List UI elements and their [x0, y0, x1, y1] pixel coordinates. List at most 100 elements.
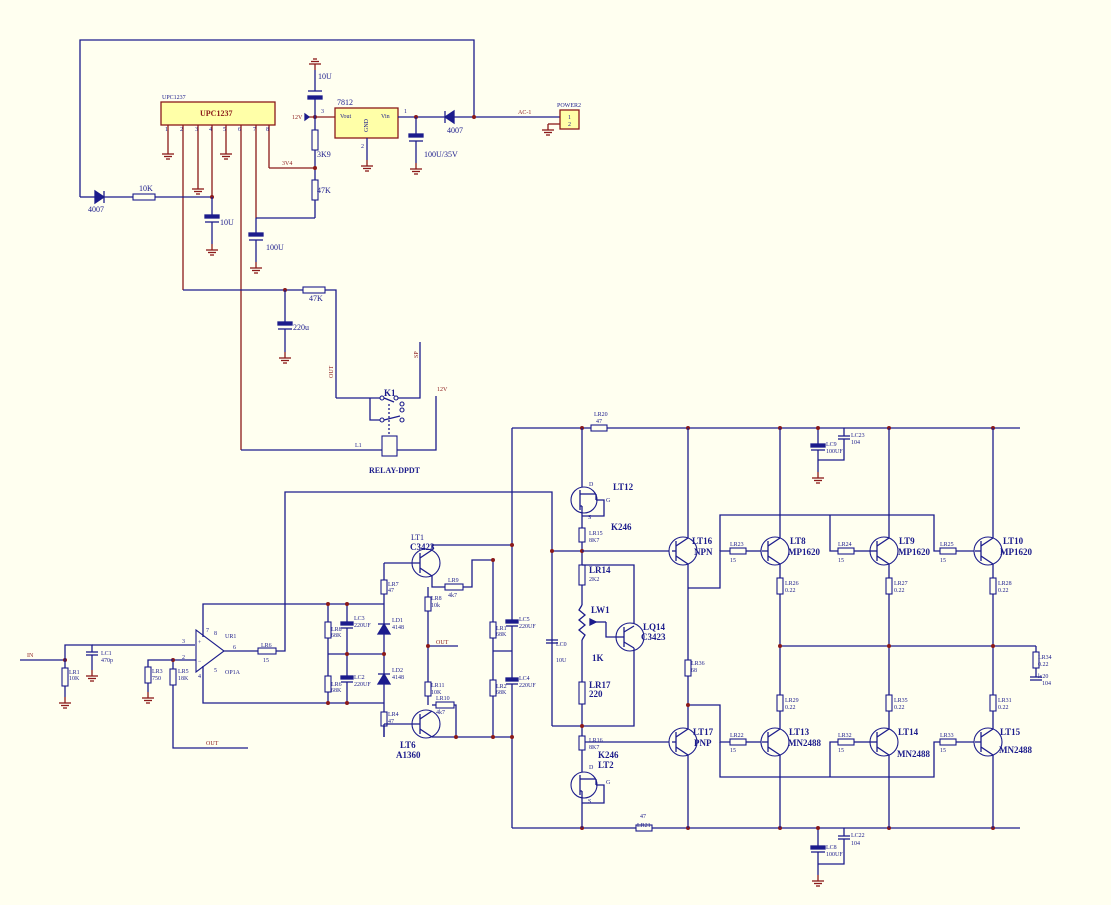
- svg-text:220UF: 220UF: [354, 623, 371, 629]
- svg-text:LW1: LW1: [591, 605, 610, 615]
- relay-dpdt-label: RELAY-DPDT: [369, 466, 421, 475]
- resistor-lr25: [939, 547, 957, 555]
- cap-lc5: [505, 619, 519, 624]
- regulator-label: 7812: [337, 98, 353, 107]
- diode-ld1: [376, 622, 392, 635]
- svg-text:LD1: LD1: [392, 618, 403, 624]
- resistor-3k9-label: 3K9: [317, 150, 331, 159]
- net-l1: L1: [355, 443, 362, 449]
- svg-text:18K: 18K: [178, 676, 189, 682]
- svg-text:LR9: LR9: [448, 578, 459, 584]
- svg-text:LR10: LR10: [436, 696, 450, 702]
- svg-text:LT8: LT8: [790, 536, 806, 546]
- svg-text:LR3: LR3: [152, 669, 163, 675]
- svg-text:LT1: LT1: [411, 533, 424, 542]
- diode-left-label: 4007: [88, 205, 104, 214]
- top-loop-wire: [79, 39, 475, 197]
- svg-text:LR17: LR17: [589, 680, 611, 690]
- svg-text:MP1620: MP1620: [898, 547, 930, 557]
- net-out-vert: OUT: [329, 365, 335, 378]
- resistor-lr29: [776, 694, 784, 712]
- regulator-7812: [334, 107, 399, 139]
- cap-lc2: [340, 675, 354, 680]
- resistor-lr10: [435, 701, 455, 709]
- cap-100u-35v: [408, 133, 424, 138]
- svg-text:MP1620: MP1620: [788, 547, 820, 557]
- pin-4: 4: [209, 127, 212, 133]
- resistor-lr16: [578, 735, 586, 751]
- svg-text:LT2: LT2: [598, 760, 614, 770]
- resistor-lr24: [837, 547, 855, 555]
- potentiometer-lw1: [577, 604, 587, 641]
- resistor-lr21: [635, 824, 653, 832]
- svg-text:220UF: 220UF: [519, 683, 536, 689]
- svg-text:0.22: 0.22: [894, 588, 905, 594]
- svg-text:750: 750: [152, 676, 161, 682]
- upc1237-pins: 1 2 3 4 5 6 7 8: [165, 125, 270, 450]
- resistor-lr1: [61, 667, 69, 687]
- svg-text:6: 6: [233, 645, 236, 651]
- svg-text:8K7: 8K7: [589, 538, 599, 544]
- svg-text:LC22: LC22: [851, 833, 865, 839]
- svg-text:G: G: [606, 498, 611, 504]
- power2-connector: [559, 109, 580, 130]
- svg-text:LC1: LC1: [101, 651, 112, 657]
- svg-text:Vout: Vout: [340, 114, 352, 120]
- svg-text:LR7: LR7: [388, 582, 399, 588]
- svg-text:MP1620: MP1620: [1000, 547, 1032, 557]
- resistor-lr3: [144, 666, 152, 684]
- cap-10u-top-label: 10U: [318, 72, 332, 81]
- diode-4007-left: [94, 189, 106, 205]
- svg-text:3: 3: [321, 109, 324, 115]
- resistor-lr15: [578, 527, 586, 543]
- resistor-10k: [132, 193, 156, 201]
- svg-text:LD2: LD2: [392, 668, 403, 674]
- svg-text:LR31: LR31: [998, 698, 1012, 704]
- svg-text:LR16: LR16: [589, 738, 603, 744]
- svg-text:68: 68: [691, 668, 697, 674]
- svg-text:S: S: [588, 799, 591, 805]
- net-12v-top: 12V: [292, 115, 303, 121]
- svg-text:2: 2: [182, 655, 185, 661]
- svg-text:LQ14: LQ14: [643, 622, 666, 632]
- svg-text:15: 15: [940, 748, 946, 754]
- svg-text:LR8: LR8: [431, 596, 442, 602]
- svg-text:LR22: LR22: [730, 733, 744, 739]
- svg-text:LC8: LC8: [826, 845, 837, 851]
- svg-text:0.22: 0.22: [785, 588, 796, 594]
- svg-text:0.22: 0.22: [894, 705, 905, 711]
- resistor-lr26: [776, 577, 784, 595]
- upc1237-body-label: UPC1237: [200, 109, 232, 118]
- resistor-10k-label: 10K: [139, 184, 153, 193]
- svg-text:LR20: LR20: [594, 412, 608, 418]
- cap-lc9: [810, 443, 826, 448]
- resistor-47k-mid: [302, 286, 326, 294]
- cap-220u-label: 220u: [293, 323, 309, 332]
- svg-text:Vin: Vin: [381, 114, 390, 120]
- svg-text:LC5: LC5: [519, 617, 530, 623]
- resistor-lr20: [590, 424, 608, 432]
- svg-text:2: 2: [568, 122, 571, 128]
- svg-text:A1360: A1360: [396, 750, 421, 760]
- cap-lc8: [810, 845, 826, 850]
- svg-text:MN2488: MN2488: [897, 749, 930, 759]
- pin-8: 8: [266, 127, 269, 133]
- svg-text:LR24: LR24: [838, 542, 852, 548]
- svg-text:D: D: [589, 482, 594, 488]
- op-amp-label: OP1A: [225, 670, 241, 676]
- resistor-lr27: [885, 577, 893, 595]
- net-out-mid: OUT: [436, 640, 449, 646]
- svg-text:0.22: 0.22: [998, 705, 1009, 711]
- svg-text:LC2: LC2: [354, 675, 365, 681]
- svg-text:104: 104: [851, 841, 860, 847]
- cap-100u-mid-label: 100U: [266, 243, 284, 252]
- svg-text:LR8: LR8: [331, 627, 342, 633]
- fet-lt2: [570, 771, 598, 799]
- svg-text:47: 47: [640, 814, 646, 820]
- svg-text:LT9: LT9: [899, 536, 915, 546]
- svg-text:LR33: LR33: [940, 733, 954, 739]
- svg-text:LT17: LT17: [693, 727, 714, 737]
- resistor-lr5: [169, 668, 177, 686]
- svg-text:8: 8: [214, 631, 217, 637]
- svg-text:LR1: LR1: [496, 626, 507, 632]
